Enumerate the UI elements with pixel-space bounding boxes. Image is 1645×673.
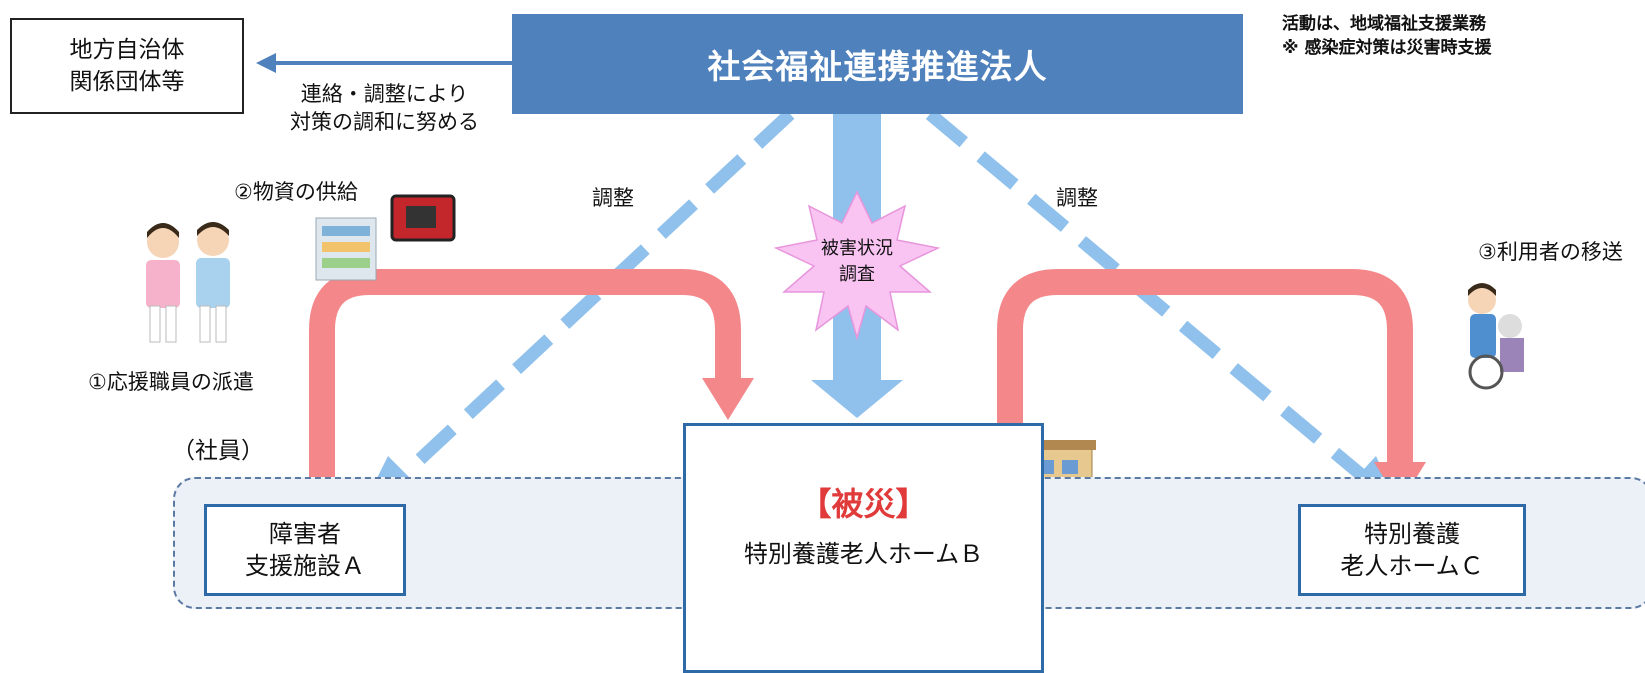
supply-shelf-illustration [315, 217, 377, 281]
supply-label: ②物資の供給 [234, 180, 358, 204]
facility-a-line1: 障害者 [269, 520, 341, 548]
transfer-caregiver-illustration [1468, 283, 1524, 390]
coordination-left-label: 調整 [592, 186, 634, 210]
note: 活動は、地域福祉支援業務 ※ 感染症対策は災害時支援 [1282, 12, 1491, 60]
employees-label: （社員） [172, 438, 264, 464]
facility-b-box: 【被災】 特別養護老人ホームＢ [683, 423, 1044, 673]
government-link-line1: 連絡・調整により [300, 82, 469, 106]
generator-illustration [390, 194, 456, 242]
facility-a-box: 障害者 支援施設Ａ [204, 504, 406, 596]
note-line1: 活動は、地域福祉支援業務 [1282, 14, 1486, 34]
government-link-arrow [256, 53, 512, 73]
coordination-right-label: 調整 [1056, 186, 1098, 210]
note-line2: ※ 感染症対策は災害時支援 [1282, 38, 1492, 58]
damage-survey-line1: 被害状況 [821, 238, 893, 259]
facility-a-line2: 支援施設Ａ [245, 552, 365, 580]
user-transfer-label: ③利用者の移送 [1478, 240, 1623, 264]
damage-survey-line2: 調査 [839, 264, 875, 285]
government-link-label: 連絡・調整により 対策の調和に努める [290, 80, 479, 136]
hub-title: 社会福祉連携推進法人 [707, 47, 1048, 86]
nurse-illustration [146, 223, 180, 343]
facility-c-line1: 特別養護 [1364, 520, 1460, 548]
government-line2: 関係団体等 [69, 69, 185, 95]
facility-c-box: 特別養護 老人ホームＣ [1298, 504, 1526, 596]
government-box: 地方自治体 関係団体等 [10, 18, 244, 114]
staff-illustration [196, 222, 230, 343]
support-arrow-left [309, 269, 754, 498]
government-line1: 地方自治体 [69, 37, 185, 63]
damage-survey-label: 被害状況 調査 [812, 234, 902, 290]
facility-b-status: 【被災】 [799, 485, 928, 523]
facility-b-name: 特別養護老人ホームＢ [743, 540, 984, 568]
government-link-line2: 対策の調和に努める [290, 110, 479, 134]
damage-survey-burst [773, 190, 941, 341]
facility-c-line2: 老人ホームＣ [1340, 552, 1484, 580]
staff-dispatch-label: ①応援職員の派遣 [88, 370, 254, 394]
hub-box: 社会福祉連携推進法人 [512, 14, 1243, 114]
